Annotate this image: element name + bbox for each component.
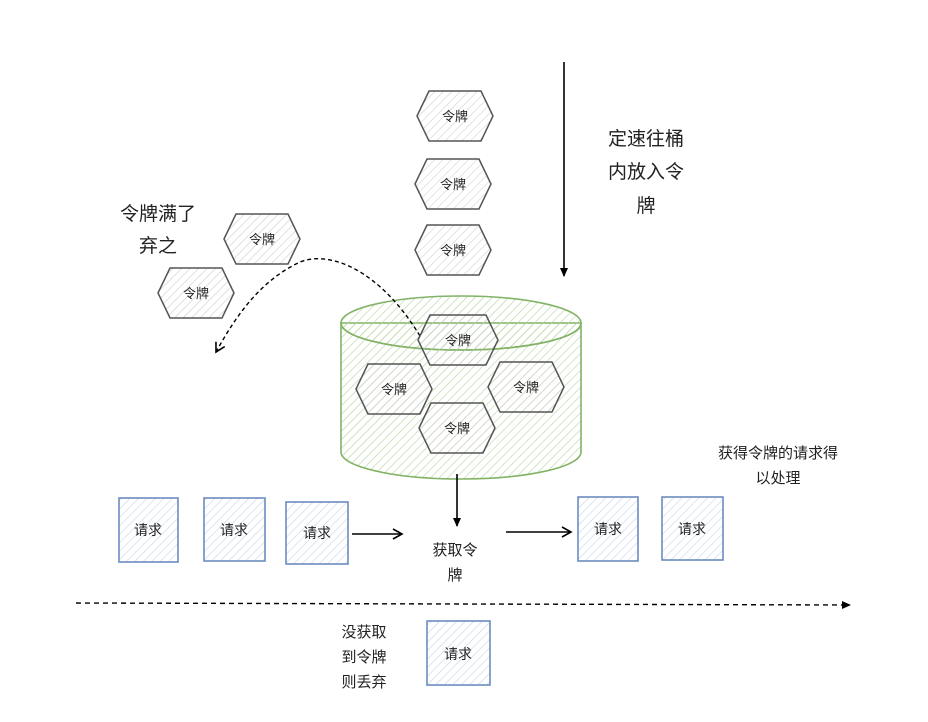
- overflow-arrow: [215, 258, 421, 354]
- token-discarded-1: 令牌: [223, 213, 301, 265]
- token-in-bucket-4: 令牌: [418, 402, 496, 454]
- token-in-bucket-1: 令牌: [417, 314, 499, 366]
- request-label: 请求: [303, 526, 331, 542]
- token-refill-2: 令牌: [414, 158, 492, 210]
- overflow-note-line: 令牌满了: [120, 203, 196, 225]
- refill-note-line: 定速往桶: [608, 128, 684, 150]
- request-label: 请求: [134, 523, 162, 539]
- token-in-bucket-2: 令牌: [355, 363, 433, 415]
- refill-note-line: 内放入令: [608, 161, 684, 183]
- acquire-note-line: 牌: [447, 566, 462, 584]
- dropped-note-line: 到令牌: [341, 648, 386, 666]
- acquire-note-line: 获取令: [432, 541, 477, 559]
- token-label: 令牌: [249, 232, 275, 248]
- request-waiting-2: 请求: [203, 497, 266, 562]
- dropped-note-line: 则丢弃: [341, 673, 386, 691]
- dropped-note-line: 没获取: [341, 623, 386, 641]
- request-waiting-1: 请求: [118, 497, 179, 563]
- request-processed-2: 请求: [661, 496, 724, 561]
- overflow-note-line: 弃之: [139, 235, 177, 257]
- token-refill-3: 令牌: [414, 224, 492, 276]
- dropped-note: 没获取 到令牌 则丢弃: [341, 623, 386, 691]
- granted-note-line: 获得令牌的请求得: [718, 444, 838, 462]
- granted-note-line: 以处理: [755, 469, 800, 487]
- token-discarded-2: 令牌: [157, 267, 235, 319]
- request-processed-1: 请求: [577, 496, 639, 562]
- token-in-bucket-3: 令牌: [487, 361, 565, 413]
- token-label: 令牌: [445, 333, 471, 349]
- acquire-note: 获取令 牌: [432, 541, 477, 584]
- timeline-arrow: [75, 600, 851, 609]
- token-refill-1: 令牌: [416, 90, 494, 142]
- request-label: 请求: [444, 647, 472, 663]
- request-label: 请求: [220, 523, 248, 539]
- token-label: 令牌: [442, 109, 468, 125]
- request-label: 请求: [678, 522, 706, 538]
- granted-note: 获得令牌的请求得 以处理: [718, 444, 838, 487]
- request-waiting-3: 请求: [285, 501, 349, 565]
- refill-note-line: 牌: [636, 195, 655, 217]
- request-dropped: 请求: [426, 620, 491, 686]
- token-label: 令牌: [381, 382, 407, 398]
- refill-note: 定速往桶 内放入令 牌: [608, 128, 684, 217]
- token-label: 令牌: [513, 380, 539, 396]
- token-label: 令牌: [440, 243, 466, 259]
- token-label: 令牌: [183, 286, 209, 302]
- token-label: 令牌: [440, 177, 466, 193]
- token-label: 令牌: [444, 421, 470, 437]
- request-label: 请求: [594, 522, 622, 538]
- overflow-note: 令牌满了 弃之: [120, 203, 196, 257]
